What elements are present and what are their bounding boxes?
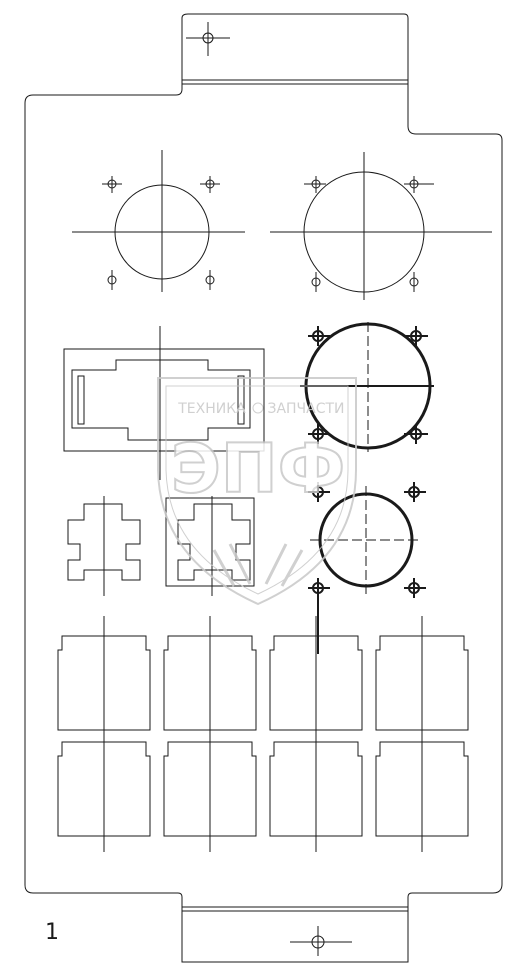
rect-cutout bbox=[57, 741, 151, 837]
connector-cutout-left bbox=[72, 150, 245, 292]
watermark-main: ЭПФ bbox=[171, 430, 345, 509]
watermark-top-right: ЗАПЧАСТИ bbox=[267, 401, 344, 417]
rect-cutout bbox=[57, 635, 151, 731]
top-mounting-hole bbox=[186, 22, 230, 56]
rect-connector-cutout bbox=[63, 326, 265, 480]
rect-cutout bbox=[375, 741, 469, 837]
round-connector-lower bbox=[308, 482, 426, 654]
cutout-grid bbox=[57, 616, 469, 852]
watermark-top-left: ТЕХНИКА bbox=[177, 401, 246, 417]
wheat-ornament bbox=[212, 543, 304, 587]
gear-icon bbox=[252, 402, 264, 414]
rect-cutout bbox=[375, 635, 469, 731]
cross-cutout-right bbox=[165, 496, 255, 596]
bottom-mounting-hole bbox=[290, 926, 352, 956]
cross-cutout-left bbox=[67, 496, 141, 596]
rect-cutout bbox=[163, 741, 257, 837]
rect-cutout bbox=[269, 635, 363, 731]
plate-outline bbox=[24, 13, 503, 963]
callout-label: 1 bbox=[45, 920, 59, 945]
connector-cutout-right bbox=[270, 152, 492, 300]
rect-cutout bbox=[163, 635, 257, 731]
rect-cutout bbox=[269, 741, 363, 837]
watermark-logo: ТЕХНИКА ЗАПЧАСТИ ЭПФ bbox=[157, 377, 357, 606]
